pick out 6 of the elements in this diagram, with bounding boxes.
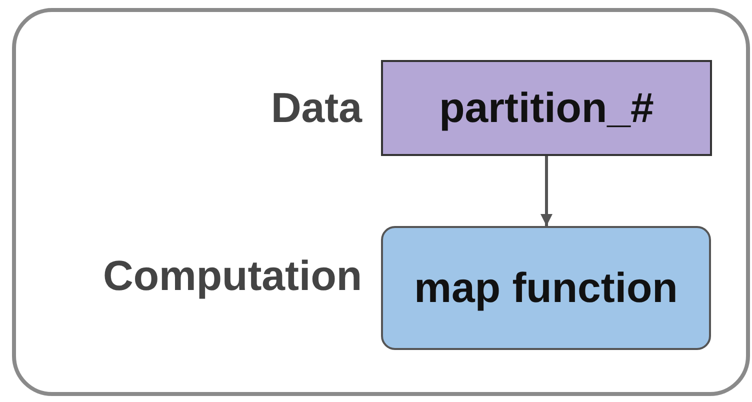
container-frame [12, 8, 750, 396]
row-label: Computation [103, 252, 362, 300]
arrow [540, 156, 552, 226]
function-box: map function [381, 226, 711, 350]
row-label: Data [270, 84, 362, 132]
data-box: partition_# [381, 60, 712, 156]
